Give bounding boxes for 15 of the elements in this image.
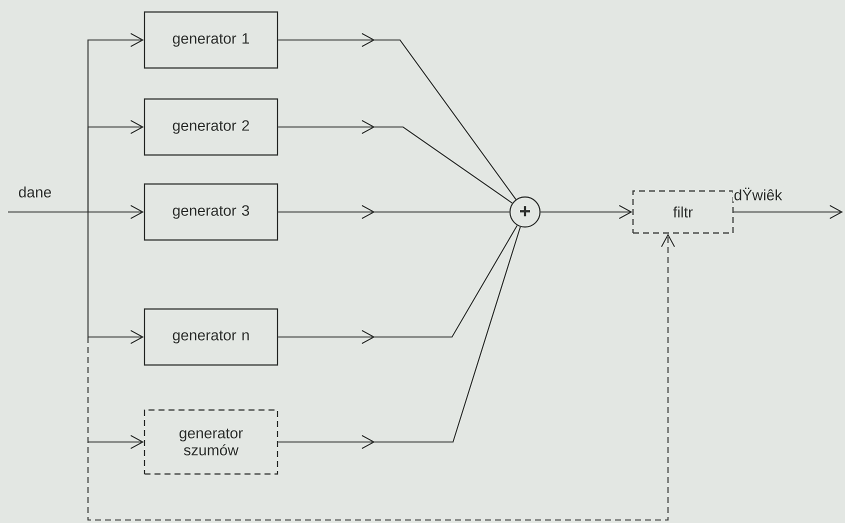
process-box: generator n (144, 308, 278, 366)
edge-label: dŸwiêk (732, 186, 784, 202)
summing-junction: + (509, 196, 541, 228)
arrow (734, 205, 843, 219)
arrow (8, 205, 144, 219)
arrow (540, 205, 632, 219)
process-box: generator 1 (144, 11, 278, 69)
arrow (88, 435, 144, 449)
arrow (87, 234, 675, 521)
process-box: generator 2 (144, 98, 278, 156)
process-box: generator 3 (144, 183, 278, 241)
process-box: generator szumów (144, 409, 278, 475)
arrow (87, 212, 144, 344)
process-box: filtr (632, 190, 734, 234)
arrow (87, 120, 144, 212)
